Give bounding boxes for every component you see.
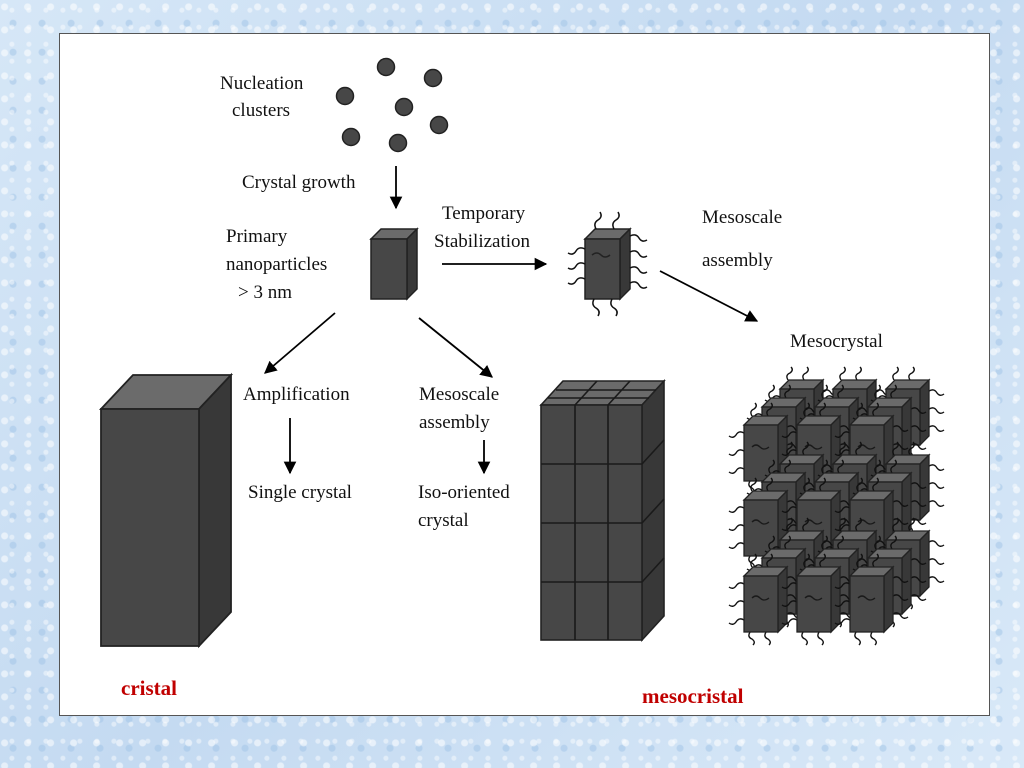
caption-mesocristal: mesocristal <box>642 684 744 708</box>
label-size: > 3 nm <box>238 282 292 303</box>
label-single-crystal: Single crystal <box>248 482 352 503</box>
mesocrystal-particle <box>728 477 803 570</box>
label-crystal-growth: Crystal growth <box>242 172 356 193</box>
cluster-dot <box>394 97 414 117</box>
label-clusters: clusters <box>232 100 291 121</box>
ligand-tails <box>567 211 648 317</box>
stabilized-nanoparticle <box>567 211 648 317</box>
label-temporary: Temporary <box>442 203 526 224</box>
mesocrystal-particle <box>781 553 856 646</box>
arrows <box>264 166 759 475</box>
mesocrystal-assembly <box>728 366 945 646</box>
cluster-dot <box>388 133 408 153</box>
primary-nanoparticle <box>369 227 419 301</box>
cluster-dot <box>341 127 361 147</box>
label-nucleation: Nucleation <box>220 73 304 94</box>
arrow-amplification <box>264 312 336 374</box>
cluster-dot <box>335 86 355 106</box>
label-mesoscale-mid: Mesoscale <box>419 384 500 405</box>
label-mesoscale-top: Mesoscale <box>702 207 783 228</box>
label-iso-oriented: Iso-oriented <box>418 482 510 503</box>
cluster-dot <box>423 68 443 88</box>
arrow-mesoscale-assembly <box>659 270 759 322</box>
label-primary: Primary <box>226 226 288 247</box>
cluster-dot <box>376 57 396 77</box>
cluster-dot <box>429 115 449 135</box>
label-mesocrystal: Mesocrystal <box>790 331 883 352</box>
mesocrystal-particle <box>728 553 803 646</box>
label-stabilization: Stabilization <box>434 231 531 252</box>
nucleation-clusters <box>335 57 449 153</box>
mesocrystal-particle <box>781 477 856 570</box>
label-assembly-mid: assembly <box>419 412 490 433</box>
label-amplification: Amplification <box>243 384 350 405</box>
mesocrystal-particle <box>834 553 909 646</box>
label-assembly-top: assembly <box>702 250 773 271</box>
label-nanoparticles: nanoparticles <box>226 254 328 275</box>
single-crystal-block <box>98 372 234 649</box>
iso-oriented-crystal-block <box>539 378 666 643</box>
arrow-mesoscale-mid <box>418 317 493 378</box>
caption-cristal: cristal <box>121 676 177 700</box>
label-crystal: crystal <box>418 510 469 531</box>
